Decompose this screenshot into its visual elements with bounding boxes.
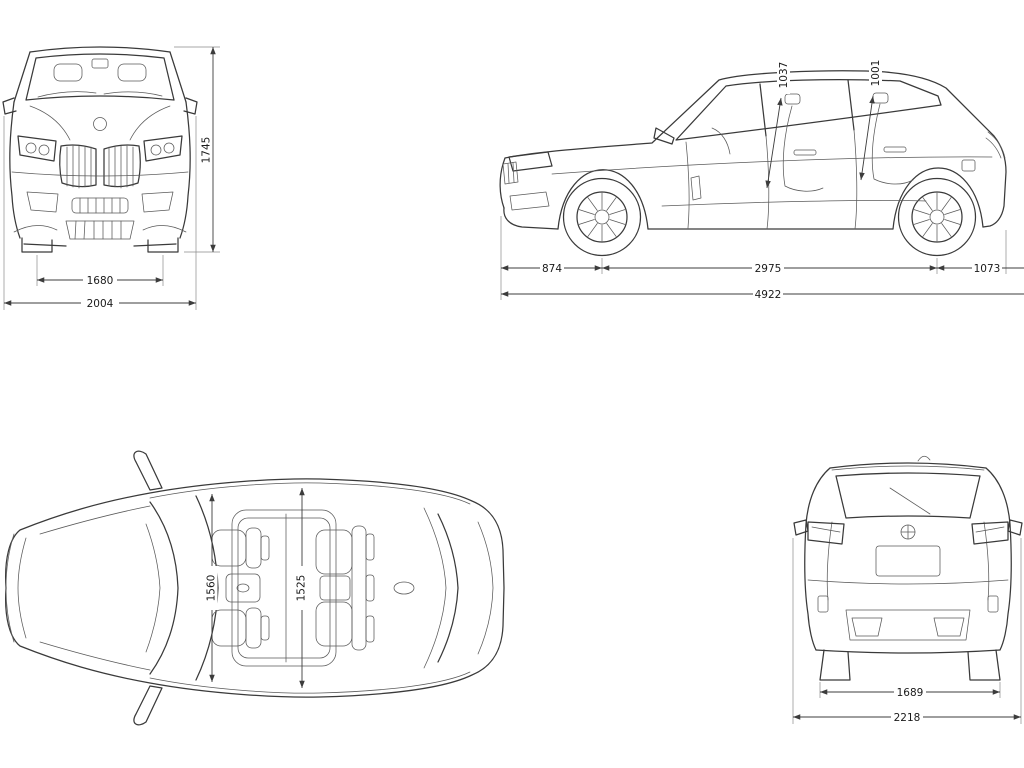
side-dimensions: 874 2975 1073 4922	[500, 216, 1024, 301]
front-track-label: 1680	[87, 275, 114, 287]
right-exhaust	[933, 617, 965, 637]
rear-overhang-label: 1073	[974, 263, 1001, 275]
headlight	[508, 151, 553, 172]
rear-headroom-label: 1001	[870, 60, 882, 87]
left-taillight	[807, 521, 845, 545]
skid-plate	[65, 220, 135, 240]
wipers	[37, 91, 163, 98]
left-headlight	[17, 135, 57, 162]
taillight	[985, 131, 1006, 159]
right-tire	[147, 237, 179, 253]
roof-antenna	[393, 581, 415, 595]
top-view: 1560 1525	[0, 438, 515, 748]
wipers	[145, 523, 161, 653]
rear-wheel	[897, 177, 977, 257]
right-headrest	[117, 63, 147, 82]
left-tire	[819, 649, 851, 681]
front-wheel	[562, 177, 642, 257]
left-tire	[21, 237, 53, 253]
left-air-intake	[26, 191, 59, 213]
shark-fin-antenna	[917, 455, 931, 462]
wheelbase-label: 2975	[755, 263, 782, 275]
right-tire	[967, 649, 1001, 681]
rear-wiper	[889, 487, 931, 515]
bmw-roundel	[93, 117, 107, 131]
rear-seats	[315, 525, 375, 651]
overall-length-label: 4922	[755, 289, 782, 301]
rear-dimensions: 1689 2218	[792, 538, 1022, 724]
right-taillight	[971, 521, 1009, 545]
front-dimensions: 1745 1680 2004	[3, 46, 220, 310]
front-view: 1745 1680 2004	[0, 0, 232, 320]
right-mirror	[1007, 519, 1023, 536]
rear-overall-width-label: 2218	[894, 712, 921, 724]
rear-window-edge	[437, 513, 459, 663]
front-headroom-label: 1037	[778, 62, 790, 89]
left-mirror	[133, 450, 163, 491]
kidney-grille	[59, 144, 97, 188]
left-mirror	[2, 97, 17, 115]
rear-track-label: 1689	[897, 687, 924, 699]
license-plate-recess	[875, 545, 941, 577]
windshield	[25, 53, 175, 101]
panoramic-roof	[231, 509, 337, 667]
windshield-edge	[149, 501, 179, 675]
rear-window	[835, 472, 981, 519]
right-reflector	[987, 595, 999, 613]
right-headlight	[143, 135, 183, 162]
right-air-intake	[141, 191, 174, 213]
left-headrest	[53, 63, 83, 82]
side-car-drawing: 1037 1001	[499, 54, 1007, 257]
front-interior-width-label: 1560	[206, 575, 218, 602]
front-overhang-label: 874	[542, 263, 562, 275]
side-view-svg: 1037 1001 874 2975 1073 4922	[499, 54, 1024, 301]
front-width-label: 2004	[87, 298, 114, 310]
top-car-drawing	[4, 450, 505, 726]
top-view-svg: 1560 1525	[4, 450, 505, 726]
rear-interior-width-label: 1525	[296, 575, 308, 602]
side-windows	[675, 79, 942, 141]
side-view: 1037 1001 874 2975 1073 4922	[494, 8, 1024, 308]
rear-car-drawing	[793, 455, 1023, 681]
fender-vent	[690, 175, 702, 201]
left-mirror	[793, 519, 809, 536]
front-seats	[211, 527, 270, 649]
side-mirror	[653, 127, 675, 145]
diffuser	[845, 609, 971, 641]
front-view-svg: 1745 1680 2004	[2, 46, 220, 310]
right-mirror	[133, 685, 163, 726]
rear-door-handle	[883, 146, 907, 153]
top-dimensions: 1560 1525	[204, 488, 308, 688]
fuel-door	[961, 159, 976, 172]
headroom-dimensions: 1037 1001	[765, 54, 882, 189]
rear-view-svg: 1689 2218	[792, 455, 1023, 724]
inner-roofline-top	[149, 482, 471, 505]
right-mirror	[183, 97, 198, 115]
left-exhaust	[851, 617, 883, 637]
front-car-drawing	[2, 46, 198, 253]
left-reflector	[817, 595, 829, 613]
front-door-handle	[793, 149, 817, 156]
rear-view: 1689 2218	[778, 428, 1024, 738]
inner-roofline-bottom	[149, 671, 471, 694]
interior-seats	[711, 92, 914, 192]
side-grille	[502, 161, 519, 185]
rearview-mirror	[91, 58, 109, 69]
front-height-label: 1745	[201, 137, 213, 164]
